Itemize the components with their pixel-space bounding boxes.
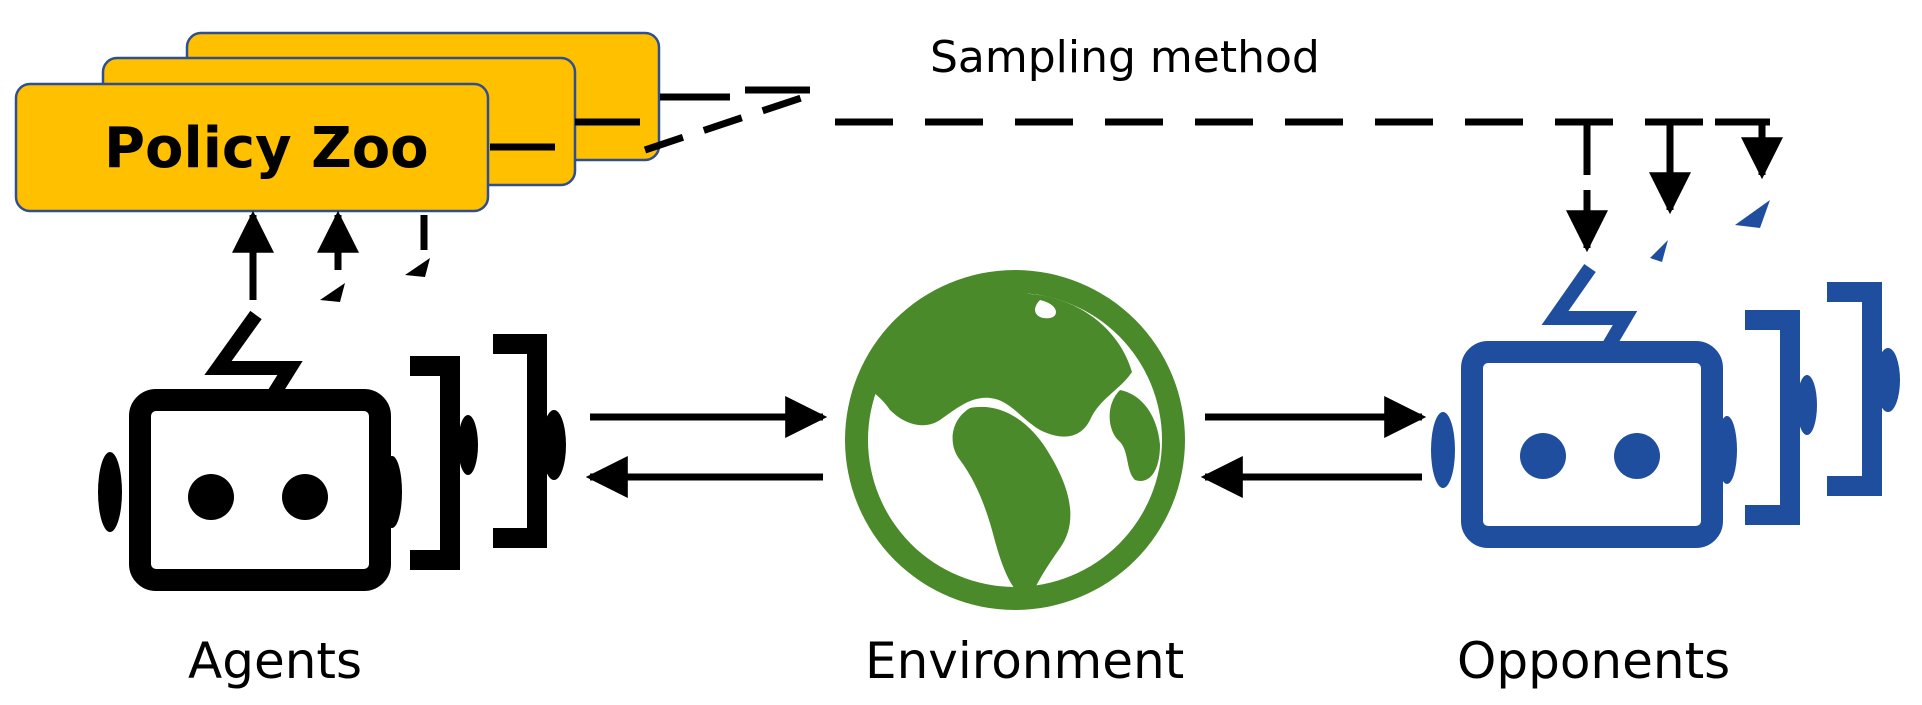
sampling-method-label: Sampling method <box>930 32 1320 83</box>
sampling-arrows-to-opponents <box>1566 118 1783 253</box>
globe-icon <box>845 270 1185 610</box>
env-opponent-arrows <box>1200 396 1427 498</box>
agent-to-zoo-arrows <box>232 210 428 300</box>
agent-env-arrows <box>585 396 828 498</box>
agents-label: Agents <box>188 632 362 690</box>
policy-zoo-title: Policy Zoo <box>104 116 429 181</box>
agents-robot-icon <box>98 310 566 591</box>
policy-zoo-stack: Policy Zoo <box>14 31 661 213</box>
environment-label: Environment <box>865 632 1184 690</box>
opponent-antenna-tips <box>1650 200 1770 262</box>
sampling-lines <box>490 86 1770 154</box>
opponents-label: Opponents <box>1457 632 1730 690</box>
opponents-robot-icon <box>1431 263 1900 548</box>
agent-antenna-tips <box>320 258 430 302</box>
